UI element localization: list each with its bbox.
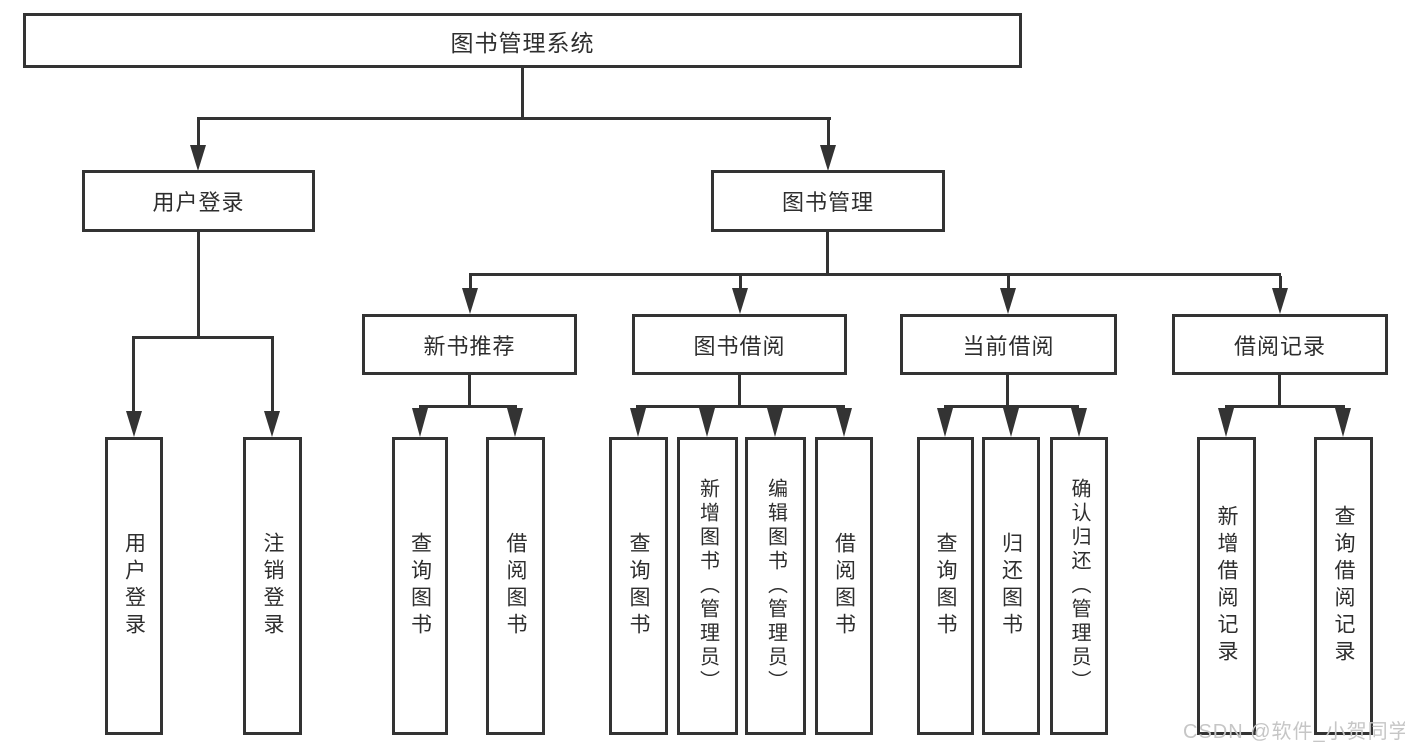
csdn-watermark: CSDN @软件_小贺同学	[1183, 721, 1405, 743]
connector-user-login-drop	[197, 120, 200, 147]
arrowhead-down-icon	[732, 288, 748, 314]
arrowhead-down-icon	[1071, 408, 1087, 437]
arrowhead-down-icon	[126, 411, 142, 437]
arrowhead-down-icon	[1003, 408, 1019, 437]
arrowhead-down-icon	[699, 408, 715, 437]
leaf-label: 新增借阅记录	[1215, 505, 1238, 667]
leaf-confirm-return-admin: 确认归还（管理员）	[1050, 437, 1108, 735]
leaf-query-borrow-record: 查询借阅记录	[1314, 437, 1373, 735]
leaf-label: 新增图书（管理员）	[696, 478, 719, 694]
arrowhead-down-icon	[937, 408, 953, 437]
node-label: 新书推荐	[423, 333, 516, 359]
arrowhead-down-icon	[412, 408, 428, 437]
connector-drop	[1279, 276, 1282, 289]
arrowhead-down-icon	[1218, 408, 1234, 437]
leaf-label: 查询借阅记录	[1332, 505, 1355, 667]
leaf-query-books: 查询图书	[392, 437, 448, 735]
leaf-label: 查询图书	[408, 532, 432, 640]
connector-drop	[271, 339, 274, 413]
leaf-borrow-books: 借阅图书	[486, 437, 545, 735]
connector-branch	[419, 405, 517, 408]
node-library-management-system: 图书管理系统	[23, 13, 1022, 68]
connector-user-login-branch	[132, 336, 274, 339]
connector-level2-branch	[197, 117, 831, 120]
leaf-label: 查询图书	[934, 532, 957, 640]
arrowhead-down-icon	[630, 408, 646, 437]
leaf-label: 确认归还（管理员）	[1068, 478, 1090, 694]
node-new-book-recommend: 新书推荐	[362, 314, 577, 375]
connector-stem	[468, 375, 471, 407]
connector-root-stem	[521, 66, 524, 117]
arrowhead-down-icon	[264, 411, 280, 437]
node-label: 借阅记录	[1233, 333, 1326, 359]
leaf-label: 编辑图书（管理员）	[764, 478, 787, 694]
node-label: 图书借阅	[693, 333, 786, 359]
leaf-label: 归还图书	[999, 532, 1023, 640]
connector-level3-branch	[469, 273, 1281, 276]
connector-stem	[1278, 375, 1281, 407]
node-book-management: 图书管理	[711, 170, 945, 232]
leaf-label: 用户登录	[122, 532, 146, 640]
arrowhead-down-icon	[1272, 288, 1288, 314]
connector-user-login-stem	[197, 232, 200, 336]
leaf-query-books: 查询图书	[609, 437, 668, 735]
node-user-login: 用户登录	[82, 170, 315, 232]
arrowhead-down-icon	[836, 408, 852, 437]
leaf-add-borrow-record: 新增借阅记录	[1197, 437, 1256, 735]
connector-drop	[132, 339, 135, 413]
connector-branch	[1225, 405, 1345, 408]
leaf-borrow-books: 借阅图书	[815, 437, 873, 735]
leaf-label: 查询图书	[627, 532, 650, 640]
node-label: 图书管理	[781, 190, 874, 215]
leaf-user-login: 用户登录	[105, 437, 163, 735]
arrowhead-down-icon	[462, 288, 478, 314]
connector-branch	[944, 405, 1079, 408]
leaf-return-books: 归还图书	[982, 437, 1040, 735]
connector-branch	[636, 405, 845, 408]
arrowhead-down-icon	[820, 145, 836, 171]
connector-drop	[739, 276, 742, 289]
node-borrowing-records: 借阅记录	[1172, 314, 1388, 375]
leaf-query-books: 查询图书	[917, 437, 974, 735]
connector-drop	[469, 276, 472, 289]
connector-stem	[1006, 375, 1009, 407]
node-label: 图书管理系统	[450, 29, 595, 56]
leaf-label: 注销登录	[261, 532, 284, 640]
connector-drop	[1007, 276, 1010, 289]
connector-stem	[738, 375, 741, 407]
leaf-edit-books-admin: 编辑图书（管理员）	[745, 437, 806, 735]
node-current-borrowing: 当前借阅	[900, 314, 1117, 375]
leaf-label: 借阅图书	[504, 532, 527, 640]
arrowhead-down-icon	[190, 145, 206, 171]
arrowhead-down-icon	[1000, 288, 1016, 314]
leaf-add-books-admin: 新增图书（管理员）	[677, 437, 738, 735]
leaf-logout: 注销登录	[243, 437, 302, 735]
node-book-borrowing: 图书借阅	[632, 314, 847, 375]
node-label: 用户登录	[152, 190, 245, 215]
arrowhead-down-icon	[507, 408, 523, 437]
connector-book-mgmt-stem	[826, 232, 829, 273]
leaf-label: 借阅图书	[832, 532, 856, 640]
arrowhead-down-icon	[767, 408, 783, 437]
arrowhead-down-icon	[1335, 408, 1351, 437]
connector-book-mgmt-drop	[827, 120, 830, 147]
node-label: 当前借阅	[962, 333, 1055, 359]
